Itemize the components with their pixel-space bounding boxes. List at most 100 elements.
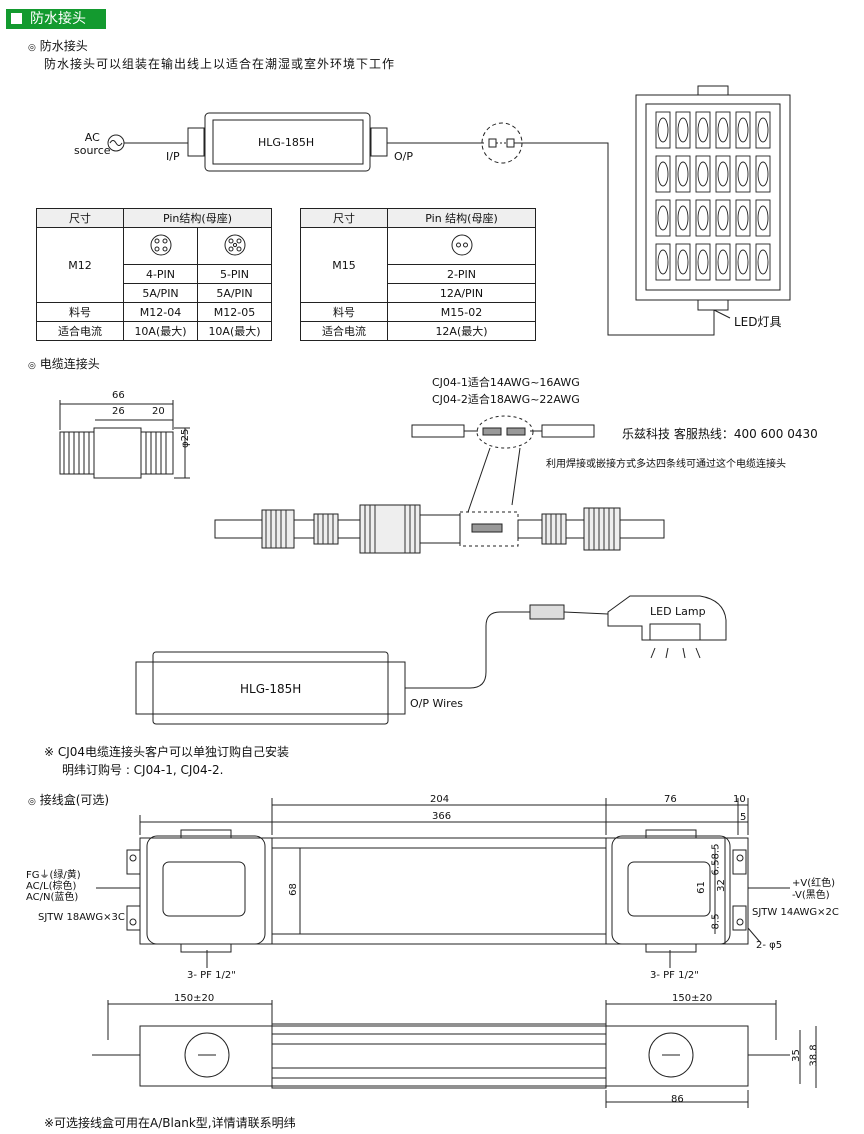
led-cell [755, 111, 771, 149]
led-cell [695, 199, 711, 237]
led-cell-lens [677, 117, 689, 143]
dim-76: 76 [664, 794, 677, 805]
cable-connector-nut-right [140, 431, 174, 475]
m12-header-size: 尺寸 [36, 208, 124, 228]
sjtw-left-label: SJTW 18AWG×3C [38, 912, 125, 923]
m12-pin-table: 尺寸 Pin结构(母座) M12 4-PIN 5-PIN 5A/PIN 5A/P… [36, 208, 272, 341]
led-cell [695, 243, 711, 281]
led-cell [755, 243, 771, 281]
m12-row-part: 料号 [36, 302, 124, 322]
led-lamp-body [607, 595, 727, 641]
m12-pin-a: 4-PIN [123, 264, 198, 284]
dim-150-left: 150±20 [174, 993, 215, 1004]
led-cell-lens [657, 205, 669, 231]
m15-current-a: 12A/PIN [387, 283, 536, 303]
dim-5: 5 [740, 812, 747, 823]
bullet-icon: ◎ [28, 361, 36, 371]
cj04-2-spec: CJ04-2适合18AWG~22AWG [432, 393, 580, 406]
splice-note: 利用焊接或嵌接方式多达四条线可通过这个电缆连接头 [546, 459, 786, 470]
led-cell [655, 111, 671, 149]
acl-wire-label: AC/L(棕色) [26, 881, 77, 892]
vplus-wire-label: +V(红色) [792, 878, 836, 889]
led-cell-lens [757, 161, 769, 187]
led-cell-lens [697, 117, 709, 143]
led-cell-lens [717, 249, 729, 275]
dim-86: 86 [671, 1094, 684, 1105]
led-cell-lens [697, 249, 709, 275]
m12-size: M12 [36, 227, 124, 303]
m12-current-a: 5A/PIN [123, 283, 198, 303]
driver-body [204, 112, 371, 172]
op-wires-label: O/P Wires [410, 697, 463, 710]
junction-box-top-view [139, 837, 749, 945]
m15-pin-table: 尺寸 Pin 结构(母座) M15 2-PIN 12A/PIN 料号 M15-0… [300, 208, 536, 341]
banner-square-icon [11, 13, 22, 24]
led-cell [695, 155, 711, 193]
m12-max-b: 10A(最大) [197, 321, 272, 341]
banner-title: 防水接头 [30, 11, 86, 27]
led-cell [675, 155, 691, 193]
dim-150-right: 150±20 [672, 993, 713, 1004]
led-cell [675, 111, 691, 149]
m15-2pin-icon [387, 227, 536, 265]
led-cell-lens [657, 117, 669, 143]
pf-right-label: 3- PF 1/2" [650, 970, 699, 981]
led-cell [675, 243, 691, 281]
m12-max-a: 10A(最大) [123, 321, 198, 341]
led-cell-lens [657, 161, 669, 187]
acn-wire-label: AC/N(蓝色) [26, 892, 79, 903]
bullet-icon: ◎ [28, 797, 36, 807]
dim-8-5-bot: 8.5 [710, 913, 722, 930]
led-cell-lens [677, 205, 689, 231]
led-cell [715, 243, 731, 281]
m15-max-a: 12A(最大) [387, 321, 536, 341]
waterproof-heading: ◎ 防水接头 [28, 39, 88, 53]
led-cell [735, 155, 751, 193]
m15-part-a: M15-02 [387, 302, 536, 322]
dim-26: 26 [112, 406, 125, 417]
m12-pin-b: 5-PIN [197, 264, 272, 284]
dim-8-5-top: 8.5 [710, 843, 722, 860]
m12-row-current: 适合电流 [36, 321, 124, 341]
led-cell [735, 199, 751, 237]
junction-box-footnote: ※可选接线盒可用在A/Blank型,详情请联系明纬 [44, 1116, 296, 1130]
dim-35: 35 [790, 1049, 802, 1062]
led-cell [735, 243, 751, 281]
led-cell [755, 199, 771, 237]
hotline-text: 乐兹科技 客服热线：400 600 0430 [622, 427, 818, 441]
m12-4pin-icon [123, 227, 198, 265]
led-cell [655, 243, 671, 281]
m12-current-b: 5A/PIN [197, 283, 272, 303]
led-cell-lens [737, 117, 749, 143]
dim-204: 204 [430, 794, 450, 805]
dim-38-8: 38.8 [808, 1044, 820, 1067]
cable-connector-heading: ◎ 电缆连接头 [28, 357, 100, 371]
section-banner: 防水接头 [6, 9, 106, 29]
led-cell-lens [677, 161, 689, 187]
m12-part-b: M12-05 [197, 302, 272, 322]
led-cell-lens [697, 161, 709, 187]
led-cell-lens [677, 249, 689, 275]
led-cell-lens [717, 117, 729, 143]
led-cell-lens [657, 249, 669, 275]
cj04-footnote-2: 明纬订购号 : CJ04-1, CJ04-2. [62, 763, 224, 777]
sjtw-right-label: SJTW 14AWG×2C [752, 907, 839, 918]
led-cell [715, 199, 731, 237]
led-cell [675, 199, 691, 237]
dim-366: 366 [432, 811, 452, 822]
m12-5pin-icon [197, 227, 272, 265]
dim-6-5: 6.5 [710, 859, 722, 876]
m15-header-pin: Pin 结构(母座) [387, 208, 536, 228]
led-cell [735, 111, 751, 149]
led-cell-lens [737, 205, 749, 231]
m15-size: M15 [300, 227, 388, 303]
junction-box-heading: ◎ 接线盒(可选) [28, 793, 110, 807]
dim-68: 68 [287, 883, 299, 896]
cj04-footnote-1: ※ CJ04电缆连接头客户可以单独订购自己安装 [44, 745, 290, 759]
dim-dia-25: φ25 [180, 428, 191, 448]
m15-row-part: 料号 [300, 302, 388, 322]
led-cell-lens [737, 249, 749, 275]
m15-pin-a: 2-PIN [387, 264, 536, 284]
dim-66: 66 [112, 390, 125, 401]
